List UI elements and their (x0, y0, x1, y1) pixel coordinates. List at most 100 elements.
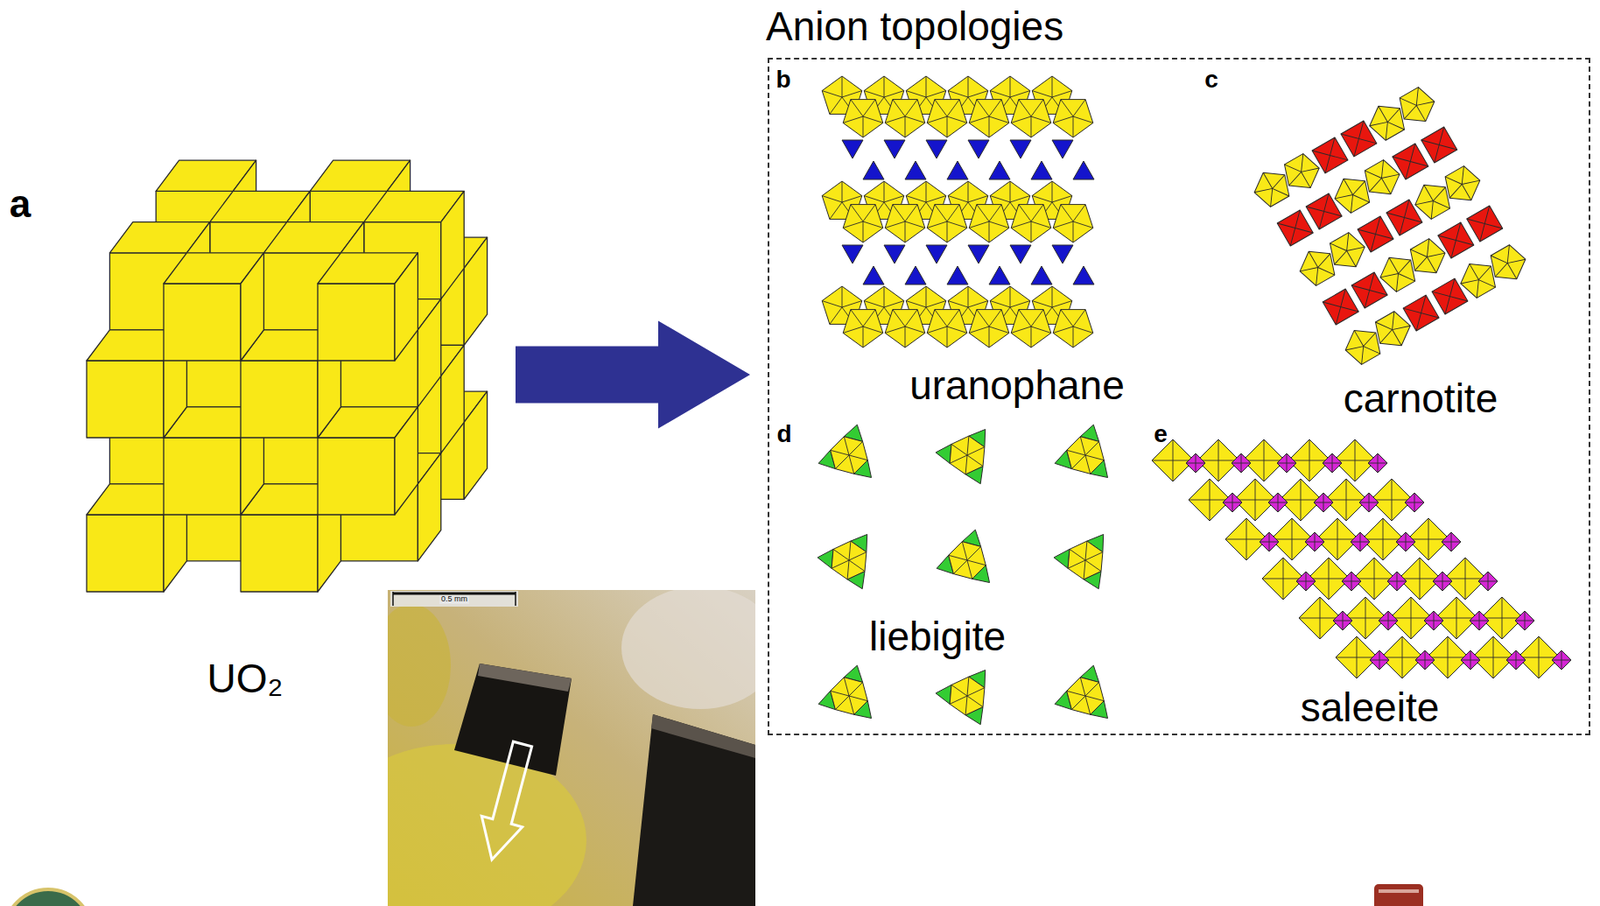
phosphate-square-edges (1350, 532, 1370, 552)
uranyl-pentagon (1052, 204, 1094, 243)
silicate-triangle (842, 140, 864, 159)
uranyl-square-edges (1517, 636, 1560, 679)
phosphate-square (1222, 492, 1243, 513)
scale-bar-ground (390, 590, 519, 607)
uranyl-hexagon-edges (949, 435, 985, 475)
uranyl-hexagon-edges (830, 677, 869, 716)
uranyl-pentagon-edges (968, 99, 1010, 138)
uranyl-square-edges (1262, 557, 1305, 600)
uranyl-square (1298, 596, 1341, 639)
silicate-triangle (1073, 266, 1095, 285)
silicate-triangle (863, 266, 885, 285)
phosphate-square-edges (1506, 650, 1526, 670)
uranyl-square-edges (1307, 557, 1350, 600)
mineral-name: uranophane (909, 363, 1125, 408)
cube-face (240, 514, 318, 592)
silicate-triangle (1052, 245, 1074, 264)
uranyl-square-edges (1389, 596, 1432, 639)
seal-logo (4, 889, 92, 906)
uranyl-square-edges (1353, 557, 1396, 600)
cube-face (317, 437, 395, 515)
uranyl-pentagon-edges (1052, 309, 1094, 348)
yellow-crust (387, 603, 451, 727)
uranyl-square (1426, 636, 1469, 679)
uranyl-square (1234, 478, 1277, 521)
phosphate-square-edges (1378, 610, 1398, 631)
panel-letter: c (1204, 66, 1219, 94)
uranyl-square-edges (1325, 478, 1368, 521)
uranyl-square (1381, 636, 1424, 679)
uranyl-square-edges (1242, 439, 1285, 482)
carbonate-triangle (817, 548, 834, 569)
silicate-triangle (1010, 140, 1032, 159)
uranyl-hexagon-edges (1067, 540, 1103, 580)
vanadate-square (1357, 216, 1394, 253)
silicate-triangle (1073, 161, 1095, 180)
uranyl-square (1353, 557, 1396, 600)
uranyl-square-edges (1298, 596, 1341, 639)
vanadate-square-edges (1403, 294, 1439, 331)
vanadate-square (1421, 126, 1458, 163)
silicate-triangle (968, 140, 990, 159)
phosphate-square-edges (1387, 571, 1407, 591)
cube-face (441, 344, 464, 453)
block-arrow (515, 321, 751, 429)
uranyl-pentagon-edges (842, 204, 884, 243)
pointer-arrow (481, 741, 532, 860)
silicate-triangle (863, 161, 885, 180)
topology-panel: buranophane (774, 64, 1197, 422)
uranyl-pentagon (1052, 309, 1094, 348)
vanadate-square-edges (1421, 126, 1458, 163)
phosphate-square (1341, 571, 1362, 591)
uranyl-square-edges (1197, 439, 1240, 482)
phosphate-square-edges (1515, 610, 1535, 631)
cube-face (86, 360, 164, 438)
uranyl-hexagon-edges (949, 676, 985, 716)
uranyl-pentagon-edges (926, 309, 968, 348)
phosphate-square (1277, 453, 1297, 473)
uranyl-square (1335, 636, 1378, 679)
uranyl-square (1262, 557, 1305, 600)
silicate-triangle (905, 266, 927, 285)
phosphate-square-edges (1322, 453, 1342, 473)
vanadate-square-edges (1466, 205, 1503, 242)
uranyl-pentagon-edges (1484, 241, 1532, 288)
uranyl-square (1407, 518, 1450, 561)
uranyl-square (1435, 596, 1478, 639)
cube-face (240, 360, 318, 438)
phosphate-square-edges (1296, 571, 1316, 591)
phosphate-square-edges (1359, 492, 1379, 513)
uranyl-pentagon (968, 99, 1010, 138)
uranyl-square (1270, 518, 1313, 561)
scale-tick (514, 591, 517, 606)
phosphate-square-edges (1313, 492, 1334, 513)
uranyl-square (1361, 518, 1404, 561)
phosphate-square (1350, 532, 1370, 552)
uranyl-pentagon-edges (1052, 204, 1094, 243)
cube-face (163, 283, 241, 361)
uranyl-pentagon (842, 309, 884, 348)
phosphate-square-edges (1469, 610, 1489, 631)
uranyl-square (1307, 557, 1350, 600)
phosphate-square (1478, 571, 1498, 591)
phosphate-square (1404, 492, 1425, 513)
uo8-cube (317, 407, 418, 515)
uranyl-square-edges (1316, 518, 1359, 561)
phosphate-square (1387, 571, 1407, 591)
uranyl-hexagon (830, 677, 869, 716)
crystal-face (651, 714, 756, 758)
uranyl-square-edges (1234, 478, 1277, 521)
uranyl-pentagon-edges (1438, 162, 1487, 210)
carbonate-triangle (1053, 548, 1070, 569)
uranyl-hexagon-edges (948, 541, 987, 580)
phosphate-square-edges (1268, 492, 1288, 513)
uranyl-pentagon-edges (1052, 99, 1094, 138)
uranyl-hexagon-edges (1066, 677, 1105, 716)
phosphate-square-edges (1396, 532, 1416, 552)
vanadate-square-edges (1392, 143, 1429, 180)
phosphate-square-edges (1259, 532, 1279, 552)
uranyl-pentagon-edges (842, 99, 884, 138)
vanadate-square-edges (1312, 137, 1348, 174)
